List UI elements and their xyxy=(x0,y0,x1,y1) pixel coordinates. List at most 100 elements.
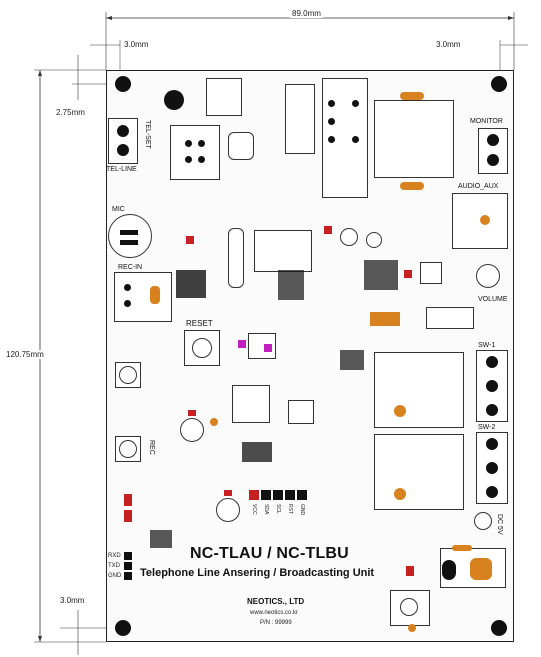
mic-label: MIC xyxy=(112,206,125,213)
relay-pin xyxy=(352,100,359,107)
tel-line-label: TEL-LINE xyxy=(106,166,137,173)
pad-orange xyxy=(408,624,416,632)
pad-orange xyxy=(480,215,490,225)
pad-orange xyxy=(394,405,406,417)
pad-orange xyxy=(394,488,406,500)
reset-button-cap[interactable] xyxy=(192,338,212,358)
mounting-hole-top-right xyxy=(491,76,507,92)
button-1-cap[interactable] xyxy=(119,366,137,384)
product-title: NC-TLAU / NC-TLBU xyxy=(190,545,349,562)
header-pin-3 xyxy=(273,490,283,500)
sw1-terminal xyxy=(486,380,498,392)
power-connector xyxy=(474,512,492,530)
margin-left-dim: 3.0mm xyxy=(124,40,149,49)
header-pin-label: SCL xyxy=(275,504,281,514)
transformer-component xyxy=(170,125,220,180)
rec-in-label: REC-IN xyxy=(118,264,143,271)
ic-chip-volume xyxy=(426,307,474,329)
led-status xyxy=(216,498,240,522)
header-pin-5 xyxy=(297,490,307,500)
transistor xyxy=(366,232,382,248)
margin-right-dim: 3.0mm xyxy=(436,40,461,49)
smd-cluster xyxy=(340,350,364,370)
red-smd xyxy=(124,510,132,522)
relay-pin xyxy=(328,136,335,143)
relay-pin xyxy=(352,136,359,143)
header-pin-label: SDA xyxy=(263,504,269,515)
sw2-terminal xyxy=(486,486,498,498)
bottom-offset-dim: 3.0mm xyxy=(60,596,85,605)
mounting-hole-bottom-left xyxy=(115,620,131,636)
side-pin-label: GND xyxy=(108,573,122,579)
reset-label: RESET xyxy=(186,319,213,328)
capacitor-round xyxy=(228,132,254,160)
red-smd xyxy=(124,494,132,506)
relay-pin xyxy=(328,100,335,107)
ic-chip-aux xyxy=(420,262,442,284)
pad xyxy=(198,140,205,147)
button-rec-cap[interactable] xyxy=(119,440,137,458)
tel-set-label: TEL-SET xyxy=(144,120,151,149)
led-red-pad xyxy=(224,490,232,496)
mounting-hole-top-left xyxy=(115,76,131,92)
ic-chip-main xyxy=(254,230,312,272)
mic-component xyxy=(108,214,152,258)
pad-orange xyxy=(452,545,472,551)
red-smd xyxy=(324,226,332,234)
rec-in-jack xyxy=(114,272,172,322)
relay-pin xyxy=(328,118,335,125)
power-label: DC 5V xyxy=(496,514,503,535)
mounting-hole-bottom-right xyxy=(491,620,507,636)
smd-cluster xyxy=(364,260,398,290)
bottom-led xyxy=(400,598,418,616)
part-number: P/N : 99999 xyxy=(260,620,292,626)
monitor-terminal xyxy=(487,154,499,166)
header-pin-4 xyxy=(285,490,295,500)
sw1-terminal xyxy=(486,356,498,368)
volume-knob xyxy=(476,264,500,288)
film-capacitor xyxy=(285,84,315,154)
pad xyxy=(442,560,456,580)
smd-cluster xyxy=(242,442,272,462)
header-pin-1 xyxy=(249,490,259,500)
pad xyxy=(185,156,192,163)
side-pin-label: TXD xyxy=(108,563,120,569)
header-pin-label: GND xyxy=(299,504,305,516)
led-pad-magenta xyxy=(264,344,272,352)
pad xyxy=(198,156,205,163)
ic-chip-small xyxy=(288,400,314,424)
smd-cluster xyxy=(150,530,172,548)
header-pin-2 xyxy=(261,490,271,500)
sw2-terminal xyxy=(486,462,498,474)
relay-2 xyxy=(374,100,454,178)
monitor-label: MONITOR xyxy=(470,118,503,125)
led-indicator xyxy=(180,418,204,442)
sw2-terminal xyxy=(486,438,498,450)
pad-orange xyxy=(400,92,424,100)
pad xyxy=(124,300,131,307)
crystal-oscillator xyxy=(228,228,244,288)
relay-sw2 xyxy=(374,434,464,510)
pad-orange xyxy=(400,182,424,190)
pad xyxy=(124,284,131,291)
product-subtitle: Telephone Line Ansering / Broadcasting U… xyxy=(140,567,375,579)
company-name: NEOTICS., LTD xyxy=(247,597,305,606)
board-height-dim: 120.75mm xyxy=(6,350,44,359)
header-pin-label: RST xyxy=(287,504,293,514)
pad-orange xyxy=(210,418,218,426)
sw1-label: SW-1 xyxy=(478,342,496,349)
red-smd xyxy=(406,566,414,576)
red-smd xyxy=(186,236,194,244)
pad xyxy=(185,140,192,147)
rec-label: REC xyxy=(148,440,155,455)
smd-cluster xyxy=(176,270,206,298)
header-pin-label: VCC xyxy=(251,504,257,515)
monitor-terminal xyxy=(487,134,499,146)
sw2-label: SW-2 xyxy=(478,424,496,431)
mic-pad xyxy=(120,240,138,245)
side-pin-label: RXD xyxy=(108,553,121,559)
pad-orange xyxy=(470,558,492,580)
side-pin xyxy=(124,562,132,570)
volume-label: VOLUME xyxy=(478,296,508,303)
